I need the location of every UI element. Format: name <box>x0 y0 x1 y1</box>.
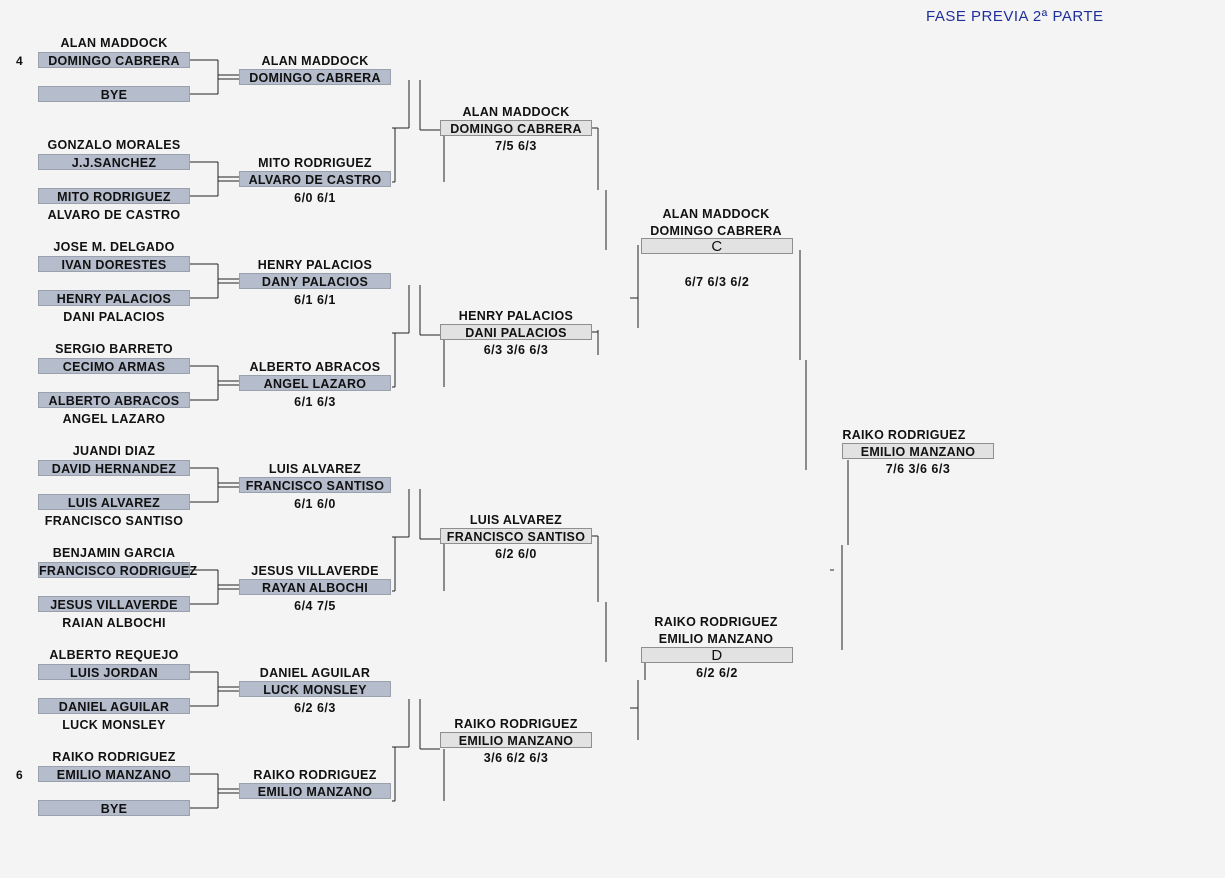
r1-player-box-2: LUIS ALVAREZ <box>38 494 190 510</box>
r2-box: FRANCISCO SANTISO <box>239 477 391 493</box>
r1-top-name: JOSE M. DELGADO <box>53 240 175 254</box>
r2-box: EMILIO MANZANO <box>239 783 391 799</box>
r2-box: LUCK MONSLEY <box>239 681 391 697</box>
r1-player-box-2: MITO RODRIGUEZ <box>38 188 190 204</box>
r1-bottom-name: ALVARO DE CASTRO <box>47 208 181 222</box>
r3-name: HENRY PALACIOS <box>458 309 574 323</box>
r2-box: DANY PALACIOS <box>239 273 391 289</box>
semi-1-box: C <box>641 238 793 255</box>
page-title: FASE PREVIA 2ª PARTE <box>926 8 1104 25</box>
r1-player-box-2: DANIEL AGUILAR <box>38 698 190 714</box>
r1-player-box-1: J.J.SANCHEZ <box>38 154 190 170</box>
r1-player-box-2: ALBERTO ABRACOS <box>38 392 190 408</box>
r3-box: DOMINGO CABRERA <box>440 120 592 136</box>
r1-bottom-name: LUCK MONSLEY <box>62 718 166 732</box>
r1-player-box-1: EMILIO MANZANO <box>38 766 190 782</box>
r3-name: RAIKO RODRIGUEZ <box>454 717 578 731</box>
semi-1-player-1: ALAN MADDOCK <box>662 207 770 221</box>
r1-top-name: RAIKO RODRIGUEZ <box>52 750 176 764</box>
r2-name: LUIS ALVAREZ <box>268 462 362 476</box>
semi-2-player-1: RAIKO RODRIGUEZ <box>654 615 778 629</box>
r2-score: 6/4 7/5 <box>294 599 336 613</box>
r1-player-box-1: DAVID HERNANDEZ <box>38 460 190 476</box>
r3-score: 7/5 6/3 <box>495 139 537 153</box>
r2-name: DANIEL AGUILAR <box>259 666 371 680</box>
r2-box: DOMINGO CABRERA <box>239 69 391 85</box>
r2-score: 6/1 6/3 <box>294 395 336 409</box>
r2-box: ALVARO DE CASTRO <box>239 171 391 187</box>
r1-player-box-2: JESUS VILLAVERDE <box>38 596 190 612</box>
r2-box: ANGEL LAZARO <box>239 375 391 391</box>
r3-box: DANI PALACIOS <box>440 324 592 340</box>
r1-top-name: JUANDI DIAZ <box>72 444 156 458</box>
semi-2-player-2: EMILIO MANZANO <box>658 632 774 646</box>
r1-top-name: ALBERTO REQUEJO <box>49 648 179 662</box>
r1-player-box-1: LUIS JORDAN <box>38 664 190 680</box>
r2-score: 6/1 6/1 <box>294 293 336 307</box>
r3-box: FRANCISCO SANTISO <box>440 528 592 544</box>
r2-score: 6/2 6/3 <box>294 701 336 715</box>
r2-name: ALBERTO ABRACOS <box>249 360 381 374</box>
r1-player-box-2: HENRY PALACIOS <box>38 290 190 306</box>
r1-player-box-2: BYE <box>38 800 190 816</box>
r1-bottom-name: ANGEL LAZARO <box>62 412 166 426</box>
r3-name: LUIS ALVAREZ <box>469 513 563 527</box>
r1-top-name: BENJAMIN GARCIA <box>52 546 176 560</box>
r2-score: 6/1 6/0 <box>294 497 336 511</box>
r1-bottom-name: RAIAN ALBOCHI <box>62 616 166 630</box>
r2-name: ALAN MADDOCK <box>261 54 369 68</box>
r1-top-name: GONZALO MORALES <box>47 138 181 152</box>
final-player-1: RAIKO RODRIGUEZ <box>842 428 966 442</box>
r3-box: EMILIO MANZANO <box>440 732 592 748</box>
r2-name: RAIKO RODRIGUEZ <box>253 768 377 782</box>
final-box: EMILIO MANZANO <box>842 443 994 459</box>
semi-2-score: 6/2 6/2 <box>696 666 738 680</box>
r1-bottom-name: FRANCISCO SANTISO <box>44 514 184 528</box>
final-score: 7/6 3/6 6/3 <box>885 462 951 476</box>
r2-name: MITO RODRIGUEZ <box>258 156 372 170</box>
seed-number: 4 <box>16 54 23 68</box>
r2-name: JESUS VILLAVERDE <box>251 564 379 578</box>
r3-score: 6/2 6/0 <box>495 547 537 561</box>
r1-player-box-1: IVAN DORESTES <box>38 256 190 272</box>
r1-player-box-1: CECIMO ARMAS <box>38 358 190 374</box>
r3-name: ALAN MADDOCK <box>462 105 570 119</box>
r1-player-box-1: DOMINGO CABRERA <box>38 52 190 68</box>
seed-number: 6 <box>16 768 23 782</box>
r2-score: 6/0 6/1 <box>294 191 336 205</box>
r2-name: HENRY PALACIOS <box>257 258 373 272</box>
semi-2-box: D <box>641 647 793 664</box>
r1-top-name: ALAN MADDOCK <box>60 36 168 50</box>
r1-top-name: SERGIO BARRETO <box>55 342 173 356</box>
r2-box: RAYAN ALBOCHI <box>239 579 391 595</box>
r1-player-box-2: BYE <box>38 86 190 102</box>
r1-bottom-name: DANI PALACIOS <box>63 310 165 324</box>
semi-1-player-2: DOMINGO CABRERA <box>650 224 782 238</box>
r1-player-box-1: FRANCISCO RODRIGUEZ <box>38 562 198 578</box>
r3-score: 6/3 3/6 6/3 <box>483 343 549 357</box>
r3-score: 3/6 6/2 6/3 <box>483 751 549 765</box>
semi-1-score: 6/7 6/3 6/2 <box>684 275 750 289</box>
